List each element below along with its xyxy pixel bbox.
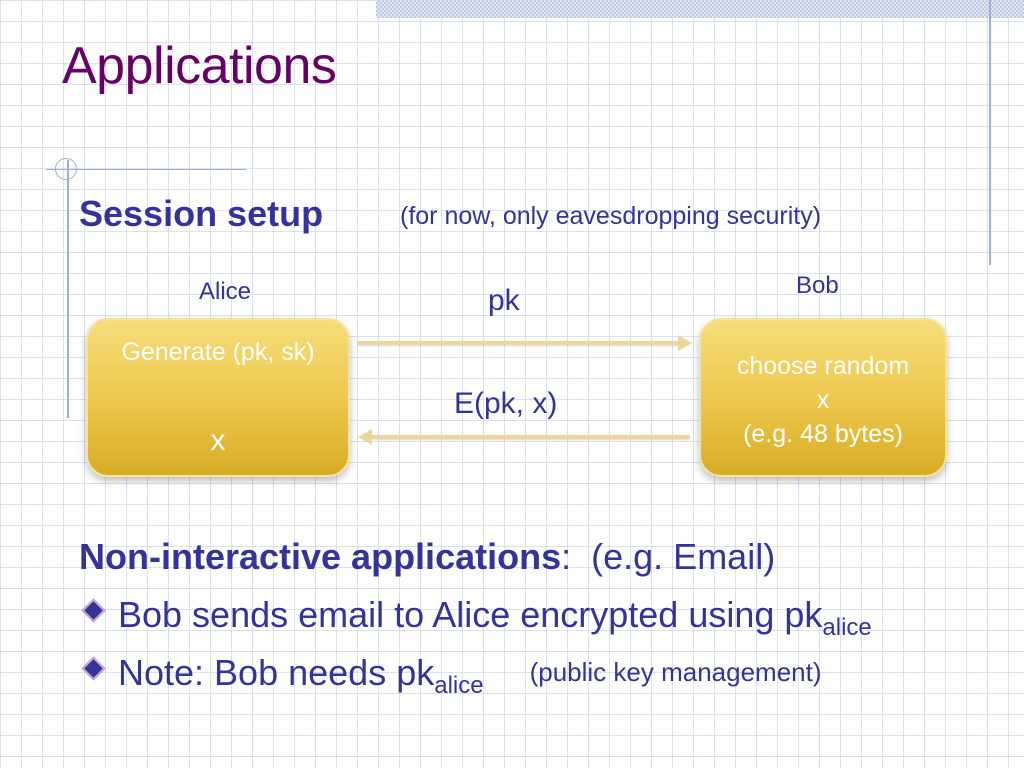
bullet-text: Bob sends email to Alice encrypted using… <box>118 594 823 635</box>
slide-title: Applications <box>62 37 337 95</box>
vertical-decoration-line <box>989 0 991 265</box>
horizontal-decoration-line <box>46 169 246 170</box>
noninteractive-example: (e.g. Email) <box>591 536 776 577</box>
bullet-subscript: alice <box>822 614 872 641</box>
bullet-text: Note: Bob needs pk <box>118 652 435 693</box>
arrow-left-head-icon <box>358 429 372 445</box>
arrow-right-head-icon <box>678 335 692 351</box>
alice-generate-text: Generate (pk, sk) <box>121 338 315 366</box>
bob-label: Bob <box>796 272 839 299</box>
left-decoration-line <box>67 160 69 418</box>
bullet-note: (public key management) <box>529 657 822 687</box>
diamond-bullet-icon <box>81 656 106 681</box>
bob-box-line-3: (e.g. 48 bytes) <box>743 420 903 448</box>
session-setup-note: (for now, only eavesdropping security) <box>400 202 822 230</box>
noninteractive-colon: : <box>561 536 572 577</box>
bullet-item: Note: Bob needs pkalice (public key manag… <box>79 652 822 700</box>
encrypted-message-label: E(pk, x) <box>454 387 558 420</box>
bullet-item: Bob sends email to Alice encrypted using… <box>79 594 872 642</box>
bullet-subscript: alice <box>434 672 484 699</box>
noninteractive-heading: Non-interactive applications <box>79 536 562 577</box>
bob-box-line-1: choose random <box>736 352 910 380</box>
bob-box: choose random x (e.g. 48 bytes) <box>699 318 947 477</box>
circle-decoration-icon <box>55 158 77 180</box>
arrow-to-bob <box>358 341 680 345</box>
session-setup-heading: Session setup <box>79 193 324 234</box>
alice-box: Generate (pk, sk) x <box>86 318 350 477</box>
header-decoration-band <box>376 0 1024 18</box>
alice-x-text: x <box>210 424 226 457</box>
noninteractive-line: Non-interactive applications: (e.g. Emai… <box>79 536 775 578</box>
diamond-bullet-icon <box>81 598 106 623</box>
bob-box-line-2: x <box>816 386 830 414</box>
alice-label: Alice <box>199 278 252 305</box>
arrow-to-alice <box>372 435 690 439</box>
pk-message-label: pk <box>488 284 520 317</box>
